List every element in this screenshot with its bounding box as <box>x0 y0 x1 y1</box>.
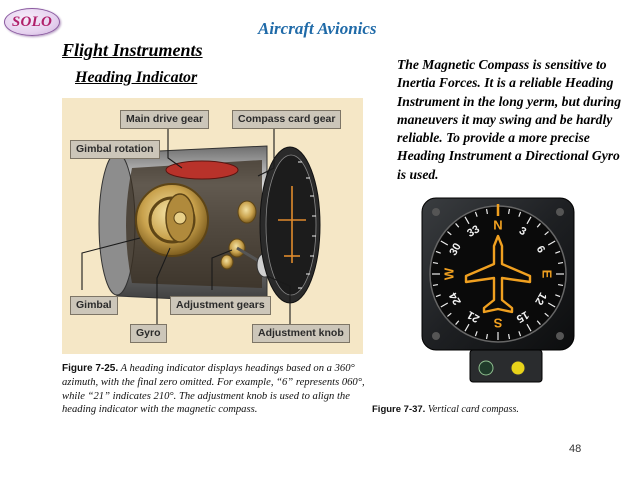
section-subtitle: Heading Indicator <box>75 69 198 86</box>
compass-tick <box>485 208 488 215</box>
callout-main-drive-gear: Main drive gear <box>120 110 210 129</box>
compass-tick <box>547 240 556 246</box>
compass-tick <box>464 323 470 332</box>
compass-tick <box>447 312 452 317</box>
compass-tick <box>555 294 561 298</box>
compass-tick <box>557 261 564 264</box>
compass-tick <box>464 216 470 225</box>
compass-tick <box>555 250 561 254</box>
compass-tick <box>518 331 522 337</box>
figure-7-37-number: Figure 7-37. <box>372 404 426 415</box>
description-text: The Magnetic Compass is sensitive to Ine… <box>397 57 621 182</box>
figure-7-37-caption: Figure 7-37. Vertical card compass. <box>372 404 519 415</box>
compass-tick <box>432 284 439 287</box>
compass-tick <box>455 223 460 228</box>
page-number: 48 <box>569 443 582 455</box>
compass-tick <box>447 231 452 236</box>
compass-tick <box>435 294 441 298</box>
compass-tick <box>547 302 556 308</box>
compass-dial-label: N <box>493 218 502 233</box>
solo-badge: SOLO <box>4 8 60 36</box>
compass-dial-label: W <box>442 267 457 280</box>
compass-tick <box>544 312 549 317</box>
compass-dial-label: 15 <box>514 308 531 325</box>
solo-badge-label: SOLO <box>11 13 53 30</box>
callout-gimbal-rotation: Gimbal rotation <box>70 140 160 159</box>
figure-7-25-caption: Figure 7-25. A heading indicator display… <box>62 362 367 417</box>
callout-gimbal: Gimbal <box>70 296 118 315</box>
compass-dial-label: 30 <box>447 241 464 258</box>
callout-compass-card-gear: Compass card gear <box>232 110 342 129</box>
heading-indicator-diagram: Main drive gear Compass card gear Gimbal… <box>62 98 363 354</box>
compass-dial-label: 6 <box>534 244 547 255</box>
compass-dial-label: 33 <box>465 223 482 240</box>
compass-dial-label: E <box>540 270 555 279</box>
compass-tick <box>536 223 541 228</box>
compass-tick <box>435 250 441 254</box>
heading-indicator-illustration <box>81 126 321 324</box>
compass-dial-label: 12 <box>532 290 549 307</box>
figure-7-25-number: Figure 7-25. <box>62 363 119 374</box>
compass-tick <box>544 231 549 236</box>
compass-dial-label: 3 <box>517 225 528 238</box>
figure-7-37-text: Vertical card compass. <box>425 404 519 415</box>
compass-dial-label: S <box>493 316 502 331</box>
compass-tick <box>526 323 532 332</box>
callout-gyro: Gyro <box>130 324 167 343</box>
compass-tick <box>440 240 449 246</box>
compass-tick <box>440 302 449 308</box>
compass-tick <box>485 333 488 340</box>
page-title: Aircraft Avionics <box>258 19 377 38</box>
compass-tick <box>474 211 478 217</box>
callout-adjustment-knob: Adjustment knob <box>252 324 350 343</box>
figure-7-25-text: A heading indicator displays headings ba… <box>62 363 365 416</box>
compass-tick <box>432 261 439 264</box>
compass-tick <box>557 284 564 287</box>
compass-tick <box>508 333 511 340</box>
callout-adjustment-gears: Adjustment gears <box>170 296 271 315</box>
compass-tick <box>508 208 511 215</box>
compass-tick <box>526 216 532 225</box>
compass-dial-label: 21 <box>465 308 482 325</box>
compass-tick <box>518 211 522 217</box>
compass-tick <box>455 320 460 325</box>
compass-tick <box>474 331 478 337</box>
compass-tick <box>536 320 541 325</box>
section-title: Flight Instruments <box>62 40 203 60</box>
